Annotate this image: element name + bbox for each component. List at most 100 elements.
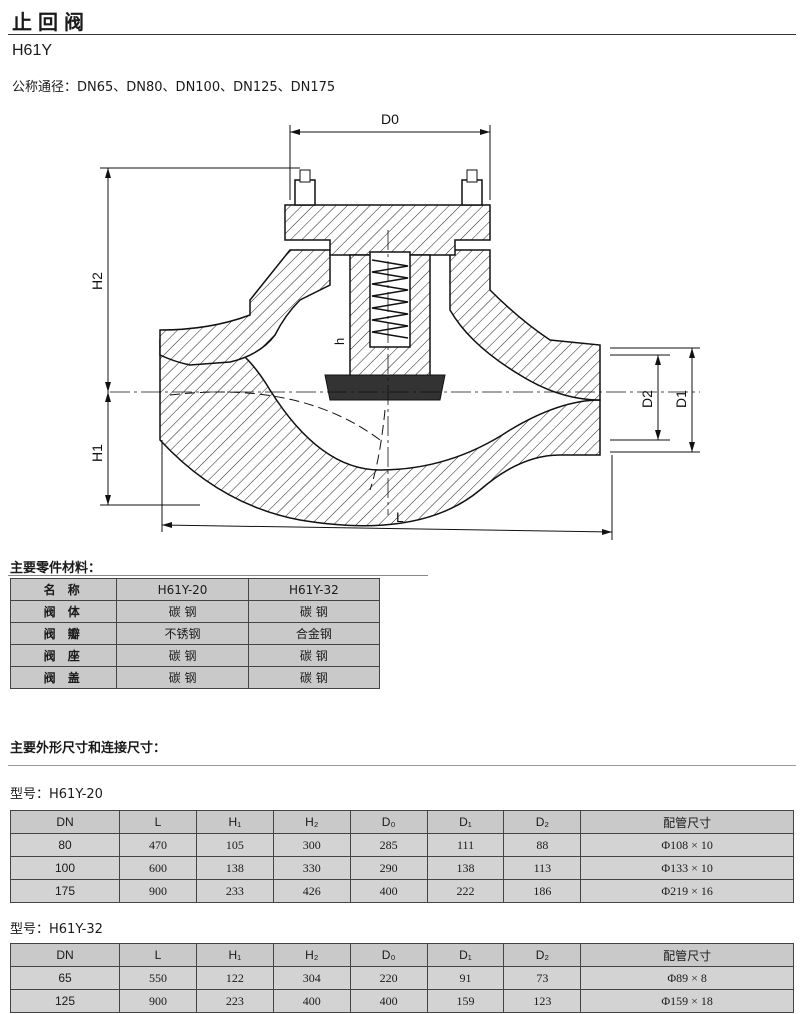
table-header-cell: 名 称 xyxy=(9,578,118,601)
table-cell: 223 xyxy=(195,989,274,1013)
table-cell: 900 xyxy=(119,879,197,903)
table-cell: 122 xyxy=(195,966,274,990)
dimensions-heading: 主要外形尺寸和连接尺寸： xyxy=(10,741,167,756)
dimensions-divider xyxy=(8,765,796,766)
table-cell: 113 xyxy=(503,856,582,880)
table-cell: 159 xyxy=(426,989,505,1013)
table-header-cell: H₁ xyxy=(195,943,274,967)
table-cell: 600 xyxy=(119,856,197,880)
dim-label-d1: D1 xyxy=(673,390,689,408)
table-cell: 91 xyxy=(426,966,505,990)
table-cell: 470 xyxy=(119,833,197,857)
table-cell: 123 xyxy=(503,989,582,1013)
table-cell: 400 xyxy=(272,989,351,1013)
table-cell: 碳 钢 xyxy=(116,600,249,623)
dim-label-l: L xyxy=(396,509,404,525)
table-row: 175 900 233 426 400 222 186 Φ219 × 16 xyxy=(10,879,794,903)
table-header-cell: D₀ xyxy=(349,943,428,967)
table-cell: 碳 钢 xyxy=(247,644,381,667)
dim-label-h2: H2 xyxy=(89,272,105,290)
table-cell: 合金钢 xyxy=(247,622,381,645)
table-row: 100 600 138 330 290 138 113 Φ133 × 10 xyxy=(10,856,794,880)
table-cell: 73 xyxy=(503,966,582,990)
table-cell: Φ108 × 10 xyxy=(580,833,794,857)
materials-table: 名 称 H61Y-20 H61Y-32 阀 体 碳 钢 碳 钢 阀 瓣 不锈钢 … xyxy=(9,578,381,689)
model-label-h61y-32: 型号：H61Y-32 xyxy=(10,922,103,937)
table-cell: 碳 钢 xyxy=(247,666,381,689)
valve-body-upper-right xyxy=(449,249,601,401)
materials-divider xyxy=(8,575,428,576)
table-header-cell: H₂ xyxy=(272,943,351,967)
table-cell: 290 xyxy=(349,856,428,880)
table-row: 阀 体 碳 钢 碳 钢 xyxy=(9,600,381,623)
table-row: 125 900 223 400 400 159 123 Φ159 × 18 xyxy=(10,989,794,1013)
bolt-left xyxy=(294,179,316,206)
table-cell: 阀 瓣 xyxy=(9,622,118,645)
page-title: 止回阀 xyxy=(12,10,90,34)
valve-seat xyxy=(324,374,446,401)
table-cell: 碳 钢 xyxy=(116,666,249,689)
table-cell: 426 xyxy=(272,879,351,903)
table-header-cell: 配管尺寸 xyxy=(580,943,794,967)
table-cell: 不锈钢 xyxy=(116,622,249,645)
table-cell: 阀 体 xyxy=(9,600,118,623)
table-cell: 100 xyxy=(10,856,120,880)
table-row: DN L H₁ H₂ D₀ D₁ D₂ 配管尺寸 xyxy=(10,943,794,967)
valve-bonnet xyxy=(284,204,491,256)
table-cell: 222 xyxy=(426,879,505,903)
valve-cross-section-drawing: D0 H2 H1 h D2 D1 L xyxy=(89,111,700,540)
table-row: 阀 盖 碳 钢 碳 钢 xyxy=(9,666,381,689)
table-header-cell: D₂ xyxy=(503,810,582,834)
table-cell: 304 xyxy=(272,966,351,990)
table-header-cell: L xyxy=(119,810,197,834)
table-cell: 300 xyxy=(272,833,351,857)
table-row: 名 称 H61Y-20 H61Y-32 xyxy=(9,578,381,601)
table-header-cell: H₁ xyxy=(195,810,274,834)
nominal-sizes: 公称通径：DN65、DN80、DN100、DN125、DN175 xyxy=(12,80,336,95)
table-cell: 138 xyxy=(426,856,505,880)
table-cell: 220 xyxy=(349,966,428,990)
table-row: 阀 座 碳 钢 碳 钢 xyxy=(9,644,381,667)
table-header-cell: H61Y-32 xyxy=(247,578,381,601)
valve-body-lower xyxy=(159,339,601,527)
table-cell: 阀 盖 xyxy=(9,666,118,689)
dim-label-d2: D2 xyxy=(639,390,655,408)
dim-label-d0: D0 xyxy=(381,111,399,127)
table-cell: 175 xyxy=(10,879,120,903)
table-row: DN L H₁ H₂ D₀ D₁ D₂ 配管尺寸 xyxy=(10,810,794,834)
table-cell: 138 xyxy=(195,856,274,880)
table-cell: 65 xyxy=(10,966,120,990)
model-label-h61y-20: 型号：H61Y-20 xyxy=(10,787,103,802)
table-header-cell: H61Y-20 xyxy=(116,578,249,601)
table-cell: 105 xyxy=(195,833,274,857)
table-cell: 111 xyxy=(426,833,505,857)
table-cell: 400 xyxy=(349,879,428,903)
table-cell: 碳 钢 xyxy=(247,600,381,623)
table-cell: Φ159 × 18 xyxy=(580,989,794,1013)
title-divider xyxy=(8,34,796,35)
table-cell: Φ133 × 10 xyxy=(580,856,794,880)
table-header-cell: L xyxy=(119,943,197,967)
table-cell: 碳 钢 xyxy=(116,644,249,667)
table-row: 阀 瓣 不锈钢 合金钢 xyxy=(9,622,381,645)
table-row: 80 470 105 300 285 111 88 Φ108 × 10 xyxy=(10,833,794,857)
table-cell: 88 xyxy=(503,833,582,857)
dimensions-table-h61y-20: DN L H₁ H₂ D₀ D₁ D₂ 配管尺寸 80 470 105 300 … xyxy=(10,810,794,903)
valve-body-upper-left xyxy=(159,249,331,366)
table-cell: 186 xyxy=(503,879,582,903)
bolt-right xyxy=(461,179,483,206)
table-cell: 125 xyxy=(10,989,120,1013)
table-cell: 550 xyxy=(119,966,197,990)
table-cell: Φ89 × 8 xyxy=(580,966,794,990)
table-cell: 285 xyxy=(349,833,428,857)
model-code: H61Y xyxy=(12,42,53,59)
table-cell: Φ219 × 16 xyxy=(580,879,794,903)
dim-label-h1: H1 xyxy=(89,444,105,462)
table-header-cell: D₂ xyxy=(503,943,582,967)
table-cell: 900 xyxy=(119,989,197,1013)
table-cell: 80 xyxy=(10,833,120,857)
table-header-cell: D₁ xyxy=(426,943,505,967)
table-cell: 阀 座 xyxy=(9,644,118,667)
table-cell: 233 xyxy=(195,879,274,903)
spring xyxy=(371,259,409,339)
